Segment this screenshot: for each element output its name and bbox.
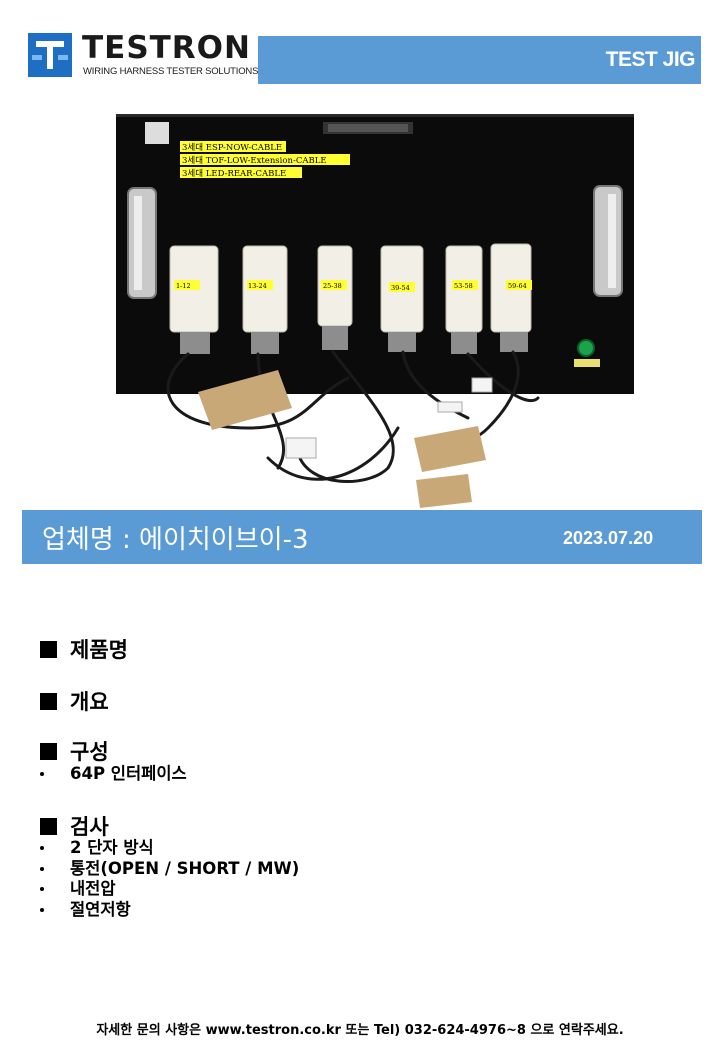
square-bullet-icon bbox=[40, 693, 57, 710]
bullet-dot-icon bbox=[40, 772, 44, 776]
section-title: 제품명 bbox=[70, 638, 128, 662]
bullet-dot-icon bbox=[40, 887, 44, 891]
cable-label-2: 3세대 TOF-LOW-Extension-CABLE bbox=[182, 156, 327, 166]
cable-label-1: 3세대 ESP-NOW-CABLE bbox=[182, 143, 282, 153]
square-bullet-icon bbox=[40, 743, 57, 760]
company-name: 업체명 : 에이치이브이-3 bbox=[42, 525, 309, 555]
connector-label-3: 25-38 bbox=[323, 282, 342, 290]
bullet-dot-icon bbox=[40, 907, 44, 912]
contact-footer: 자세한 문의 사항은 www.testron.co.kr 또는 Tel) 032… bbox=[96, 1023, 624, 1038]
document-date: 2023.07.20 bbox=[563, 528, 654, 548]
testron-logo-icon bbox=[28, 33, 72, 77]
section-product-name: 제품명 bbox=[40, 634, 128, 664]
connector-label-2: 13-24 bbox=[248, 282, 267, 290]
section-composition: 구성 bbox=[40, 736, 109, 766]
test-jig-photo: 3세대 ESP-NOW-CABLE 3세대 TOF-LOW-Extension-… bbox=[116, 114, 634, 508]
company-bar: 업체명 : 에이치이브이-3 2023.07.20 bbox=[22, 510, 702, 564]
section-overview: 개요 bbox=[40, 686, 109, 716]
connector-label-6: 59-64 bbox=[508, 282, 527, 290]
connector-label-4: 39-54 bbox=[391, 284, 410, 292]
list-item: 절연저항 bbox=[38, 900, 299, 921]
section-title: 구성 bbox=[70, 740, 109, 764]
connector-label-1: 1-12 bbox=[176, 282, 191, 290]
list-item: 2 단자 방식 bbox=[38, 838, 299, 859]
section-title: 개요 bbox=[70, 690, 109, 714]
brand-name: TESTRON bbox=[82, 30, 251, 66]
composition-list: 64P 인터페이스 bbox=[38, 764, 187, 785]
section-title: 검사 bbox=[70, 815, 109, 839]
list-item: 통전(OPEN / SHORT / MW) bbox=[38, 859, 299, 880]
square-bullet-icon bbox=[40, 641, 57, 658]
list-item: 내전압 bbox=[38, 879, 299, 900]
page-title: TEST JIG bbox=[605, 48, 696, 71]
bullet-dot-icon bbox=[40, 866, 44, 871]
header-bar: TEST JIG bbox=[258, 36, 701, 84]
cable-label-3: 3세대 LED-REAR-CABLE bbox=[182, 169, 286, 179]
inspection-list: 2 단자 방식 통전(OPEN / SHORT / MW) 내전압 절연저항 bbox=[38, 838, 299, 920]
square-bullet-icon bbox=[40, 818, 57, 835]
brand-tagline: WIRING HARNESS TESTER SOLUTIONS bbox=[83, 66, 259, 77]
connector-label-5: 53-58 bbox=[454, 282, 473, 290]
section-inspection: 검사 bbox=[40, 811, 109, 841]
brand-logo: TESTRON WIRING HARNESS TESTER SOLUTIONS bbox=[28, 31, 258, 81]
list-item: 64P 인터페이스 bbox=[38, 764, 187, 785]
bullet-dot-icon bbox=[40, 846, 44, 850]
